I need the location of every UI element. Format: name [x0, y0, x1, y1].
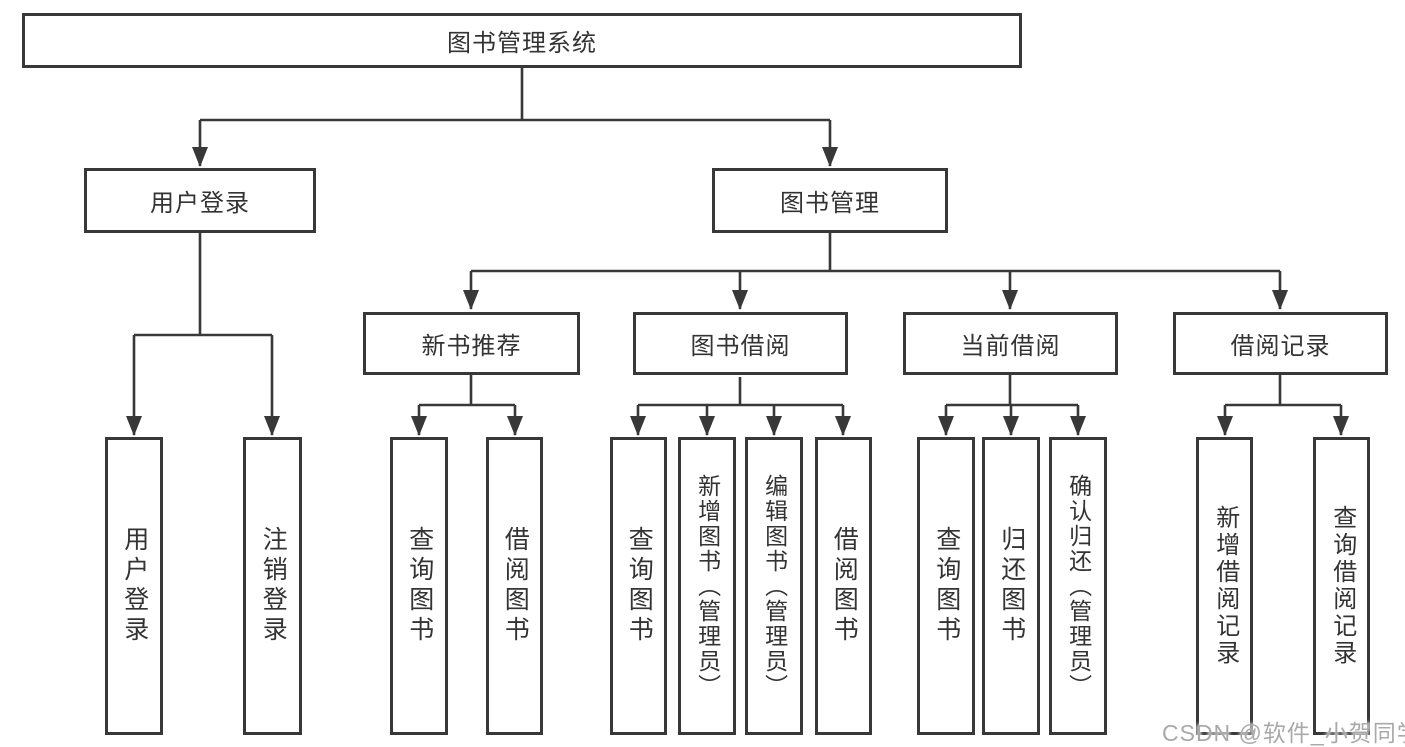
leaf-label: 借阅图书: [830, 526, 859, 646]
leaf-label: 编辑图书（管理员）: [761, 473, 788, 699]
leaf-add-books-admin: 新增图书（管理员）: [678, 437, 736, 735]
leaf-borrow-books-recommend: 借阅图书: [486, 437, 543, 735]
leaf-label: 查询图书: [405, 526, 434, 646]
leaf-confirm-return-admin: 确认归还（管理员）: [1049, 437, 1107, 735]
leaf-query-books-recommend: 查询图书: [390, 437, 448, 735]
leaf-edit-books-admin: 编辑图书（管理员）: [745, 437, 803, 735]
leaf-return-books: 归还图书: [982, 437, 1040, 735]
node-label: 新书推荐: [421, 333, 522, 360]
leaf-label: 查询借阅记录: [1328, 505, 1356, 667]
node-label: 用户登录: [150, 190, 250, 217]
node-label: 图书管理: [780, 190, 880, 217]
arrowhead-icons: [126, 147, 1349, 436]
leaf-label: 新增图书（管理员）: [694, 473, 721, 699]
node-library-management-system: 图书管理系统: [22, 13, 1022, 68]
leaf-label: 归还图书: [997, 526, 1026, 646]
node-label: 借阅记录: [1230, 333, 1331, 360]
leaf-borrow-books: 借阅图书: [815, 437, 872, 735]
leaf-label: 查询图书: [625, 526, 654, 646]
node-label: 图书管理系统: [447, 30, 597, 57]
node-book-management: 图书管理: [712, 168, 948, 233]
leaf-label: 查询图书: [932, 526, 961, 646]
node-label: 当前借阅: [960, 333, 1061, 360]
leaf-query-borrow-record: 查询借阅记录: [1313, 437, 1370, 735]
leaf-query-books-current: 查询图书: [917, 437, 975, 735]
node-label: 图书借阅: [690, 333, 791, 360]
leaf-label: 用户登录: [120, 526, 149, 646]
csdn-watermark: CSDN @软件_小贺同学: [1162, 720, 1405, 746]
node-borrow-records: 借阅记录: [1173, 312, 1388, 375]
leaf-add-borrow-record: 新增借阅记录: [1196, 437, 1253, 735]
leaf-user-login: 用户登录: [105, 437, 163, 735]
node-user-login: 用户登录: [84, 168, 316, 233]
node-new-book-recommend: 新书推荐: [363, 312, 580, 375]
leaf-label: 借阅图书: [501, 526, 530, 646]
leaf-label: 新增借阅记录: [1211, 505, 1239, 667]
leaf-query-books-borrow: 查询图书: [610, 437, 667, 735]
node-book-borrow: 图书借阅: [633, 312, 848, 375]
leaf-label: 注销登录: [259, 526, 288, 646]
leaf-logout: 注销登录: [243, 437, 302, 735]
node-current-borrow: 当前借阅: [903, 312, 1118, 375]
leaf-label: 确认归还（管理员）: [1065, 473, 1092, 699]
